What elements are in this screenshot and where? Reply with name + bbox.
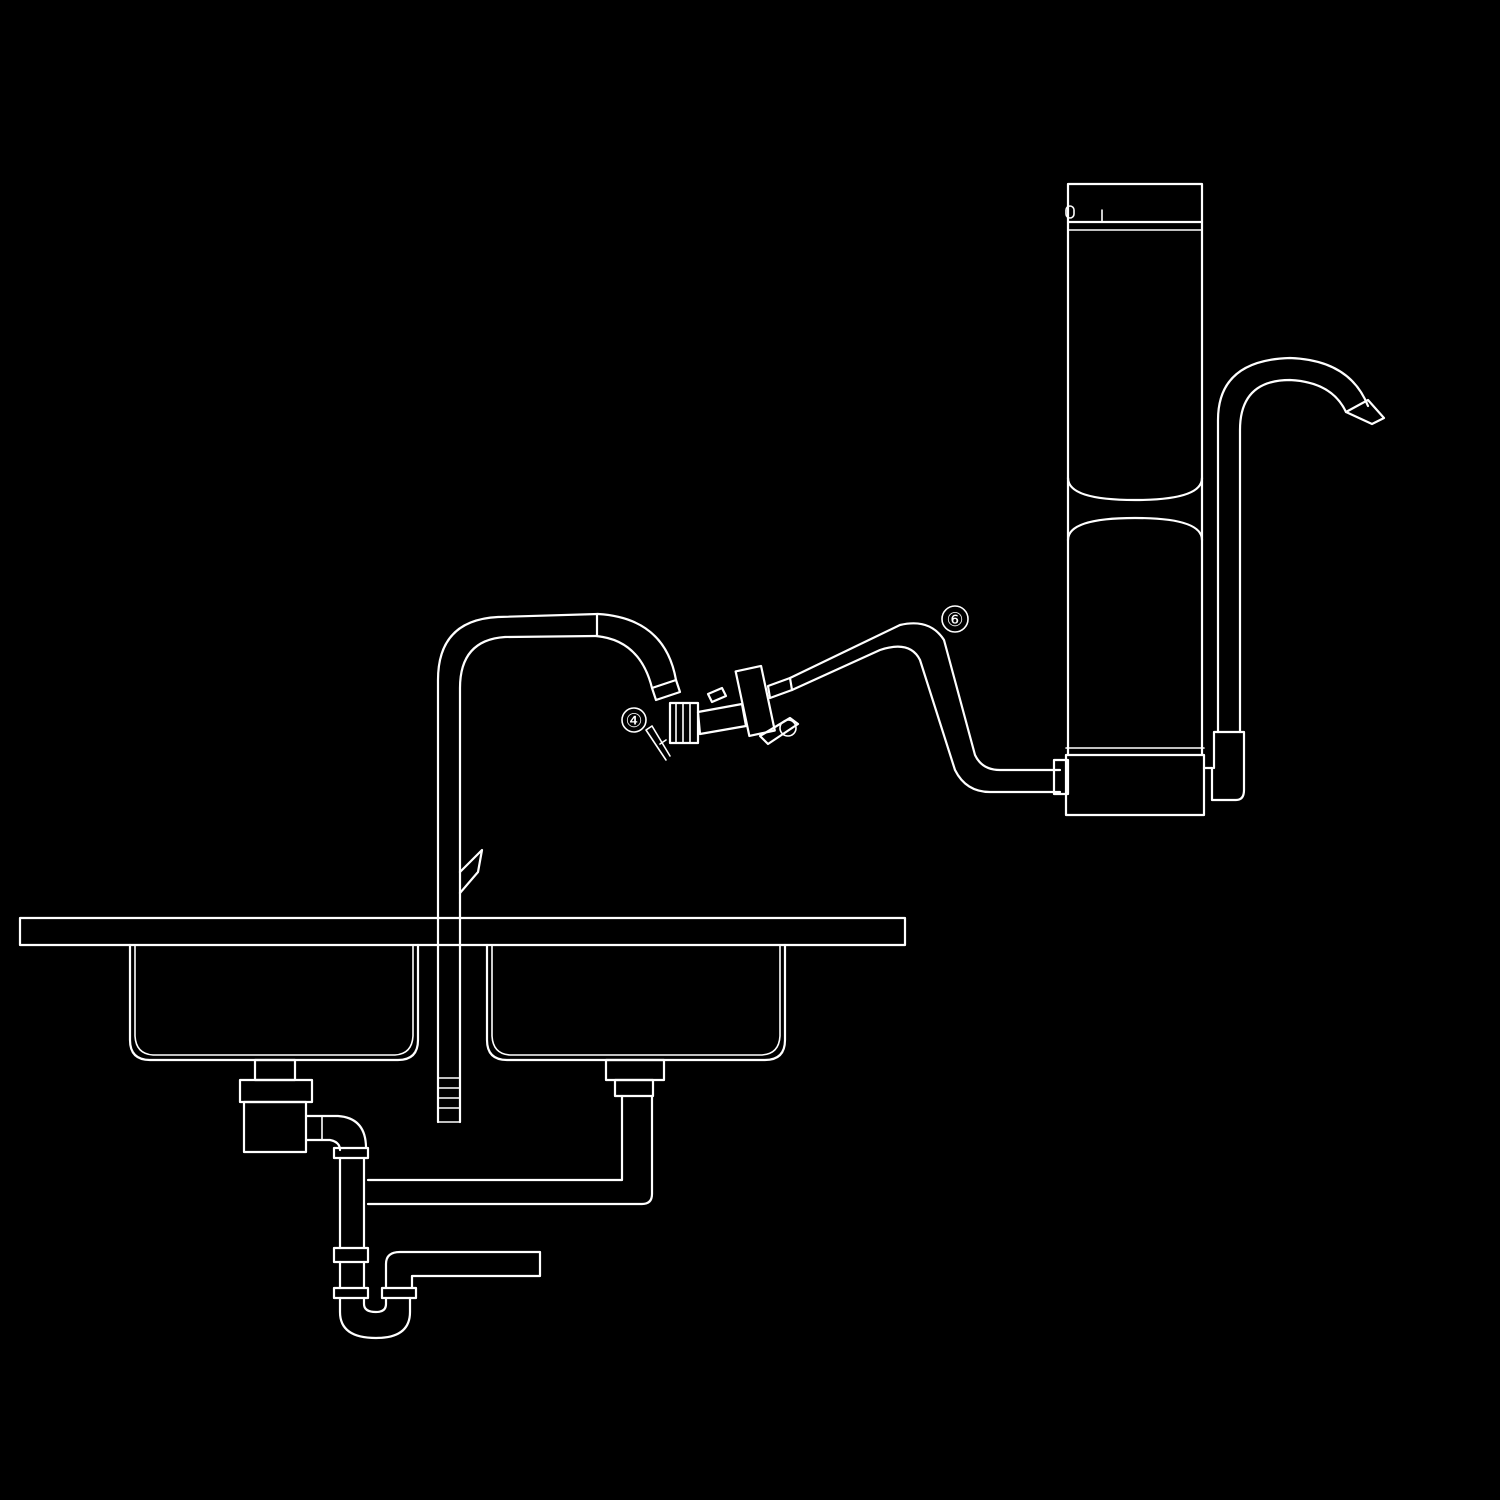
callout-valve-label: ④ (625, 710, 642, 732)
sink-bowl-right (485, 943, 787, 1062)
diverter-valve (668, 664, 800, 746)
drain-right (366, 1058, 666, 1206)
callout-tube-label: ⑥ (946, 609, 963, 631)
callout-tube: ⑥ (941, 605, 969, 633)
water-filter-unit (1052, 182, 1246, 817)
drain-left (238, 1058, 368, 1154)
wrench-indicator (645, 725, 671, 761)
callout-valve: ④ (621, 707, 647, 733)
countertop (18, 916, 907, 947)
supply-tube (788, 622, 1062, 794)
filter-gooseneck-spout (1216, 356, 1386, 734)
p-trap (332, 1146, 542, 1340)
sink-bowl-left (128, 943, 420, 1062)
kitchen-faucet (436, 612, 682, 1124)
